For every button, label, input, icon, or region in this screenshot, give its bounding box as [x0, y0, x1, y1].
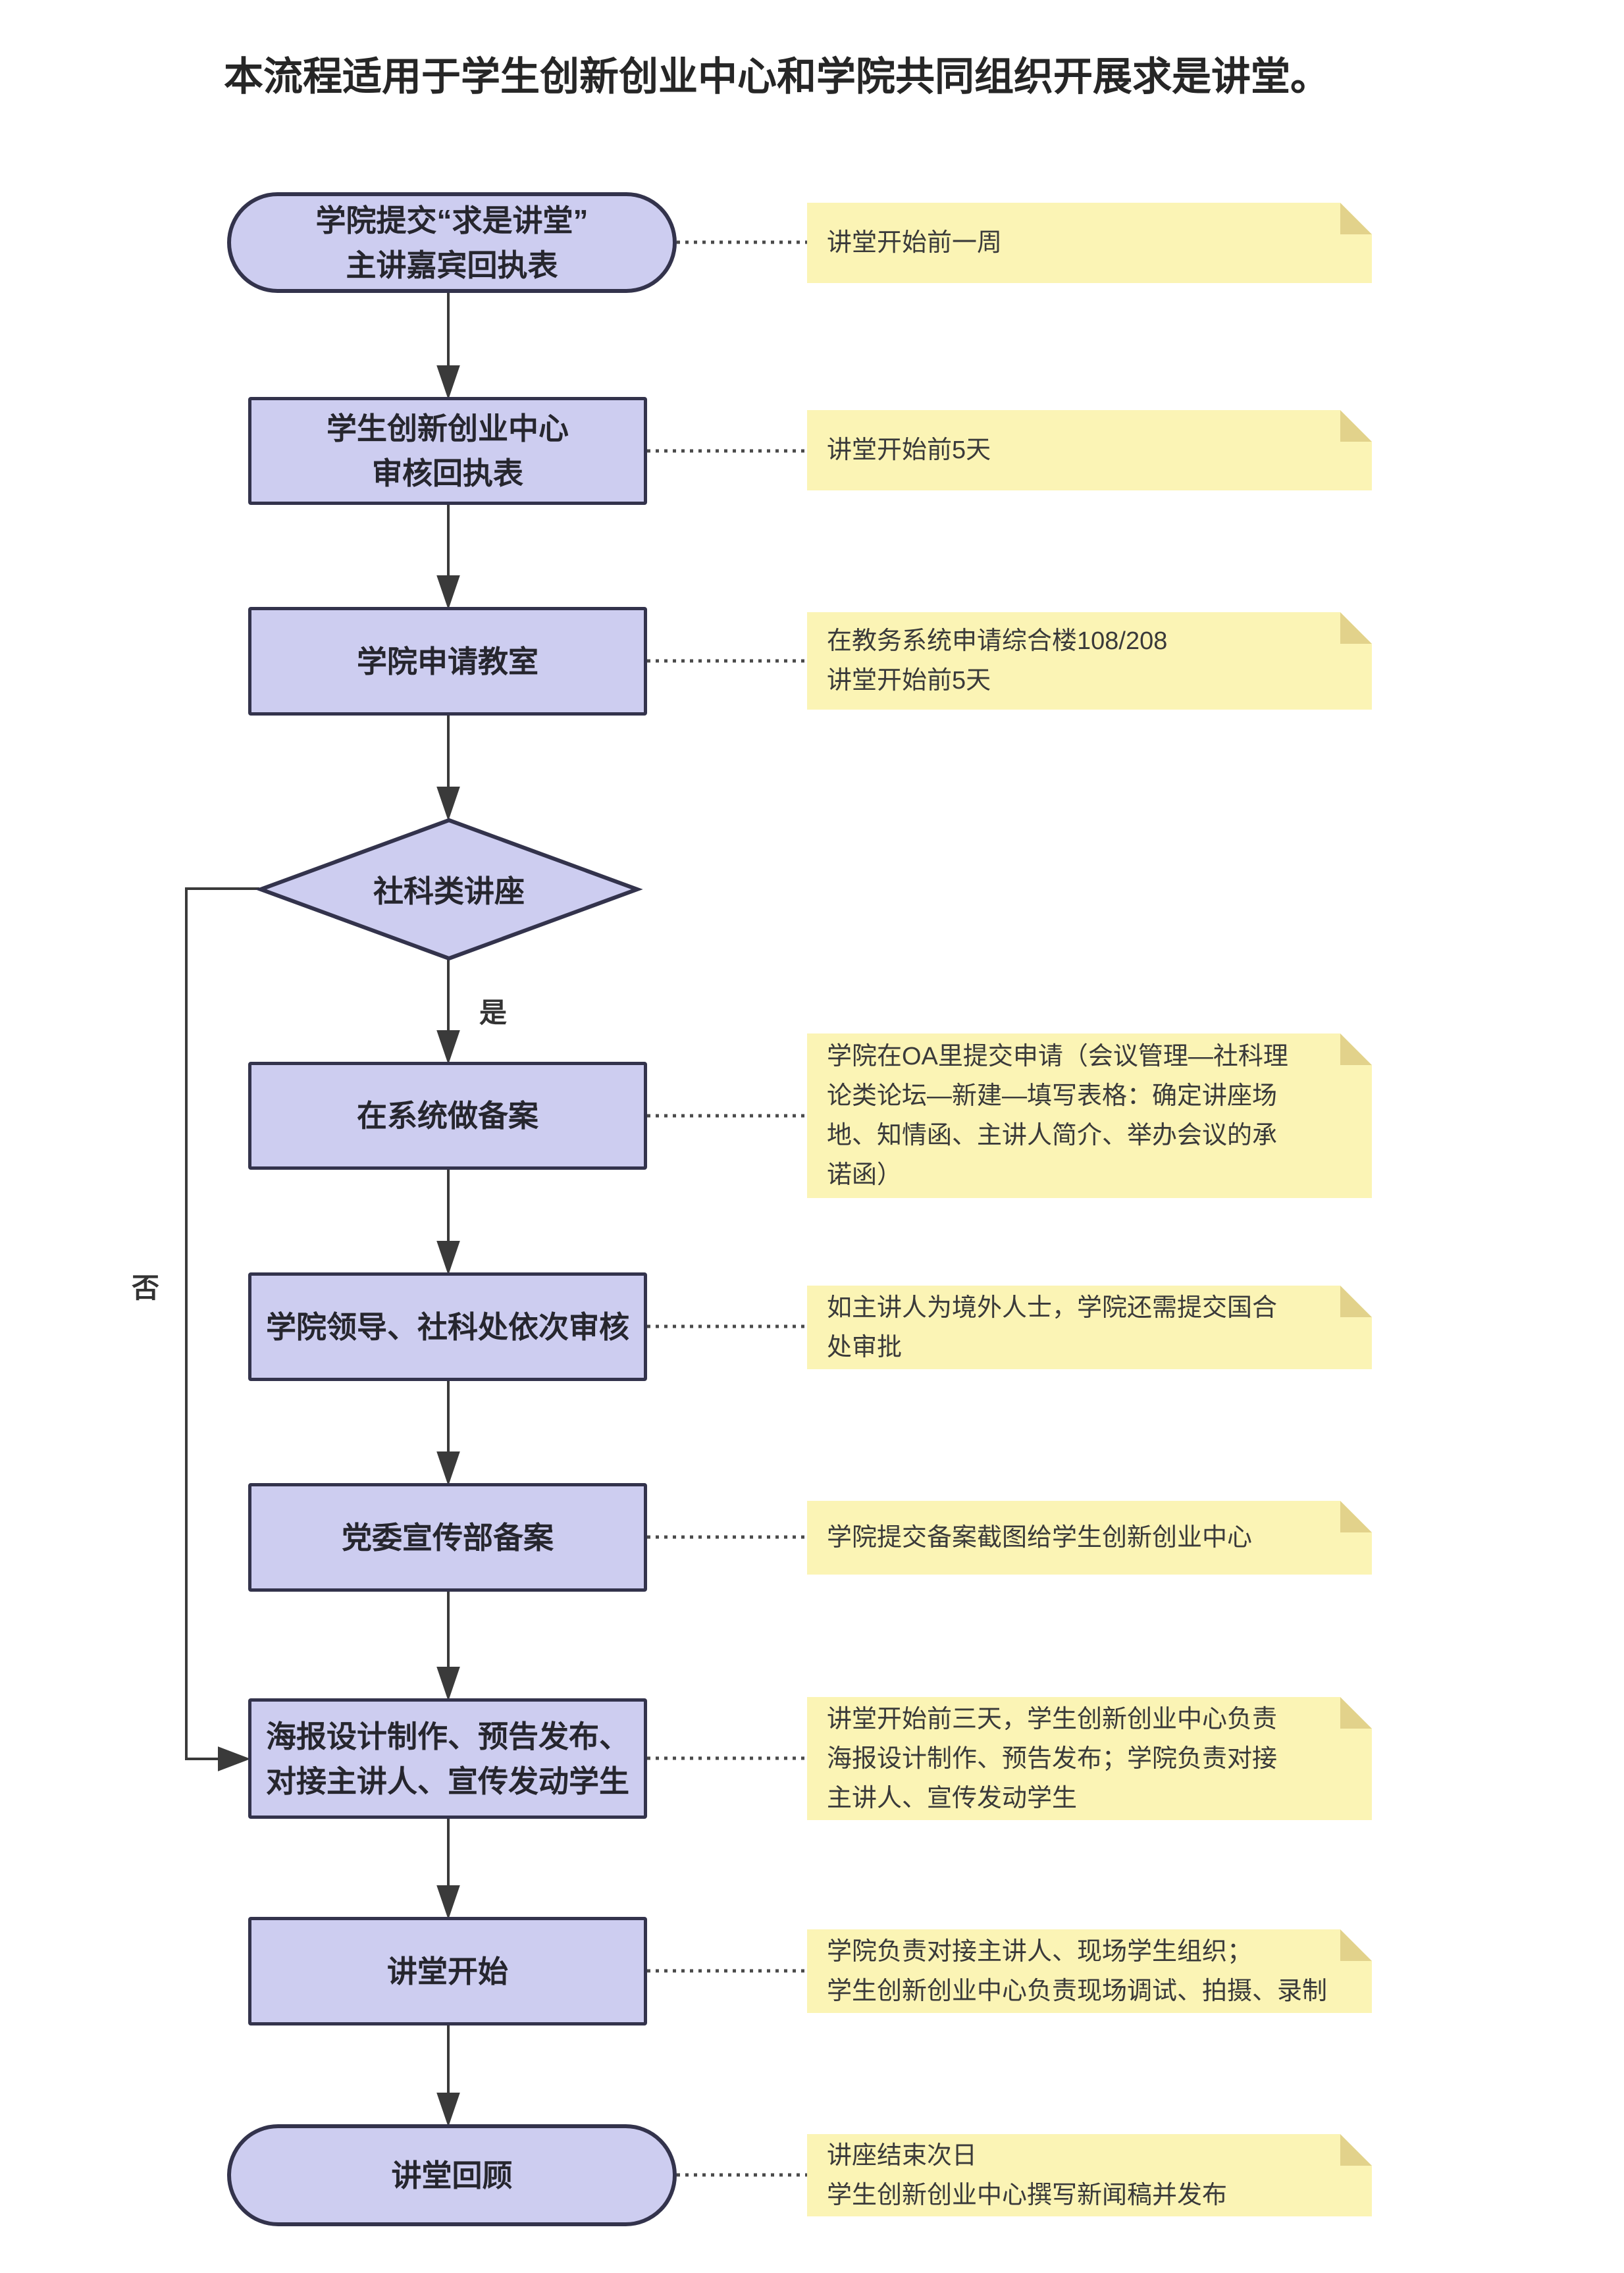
edge-label-no: 否 [132, 1272, 160, 1303]
arrowhead-icon [436, 1241, 460, 1276]
no-branch-line [185, 887, 259, 1760]
note-text: 如主讲人为境外人士，学院还需提交国合 处审批 [827, 1293, 1278, 1361]
node-apply-classroom: 学院申请教室 [248, 607, 647, 716]
flowchart-title: 本流程适用于学生创新创业中心和学院共同组织开展求是讲堂。 [224, 55, 1330, 99]
node-lecture-start: 讲堂开始 [248, 1917, 647, 2025]
sticky-note-8: 学院负责对接主讲人、现场学生组织； 学生创新创业中心负责现场调试、拍摄、录制 [807, 1929, 1372, 2013]
note-text: 学院负责对接主讲人、现场学生组织； 学生创新创业中心负责现场调试、拍摄、录制 [827, 1937, 1328, 2005]
note-text: 讲座结束次日 学生创新创业中心撰写新闻稿并发布 [827, 2141, 1228, 2209]
note-text: 学院在OA里提交申请（会议管理—社科理 论类论坛—新建—填写表格：确定讲座场 地… [827, 1043, 1288, 1189]
note-text: 讲堂开始前5天 [827, 436, 991, 464]
node-propaganda-dept-filing: 党委宣传部备案 [248, 1483, 647, 1592]
arrowhead-icon [436, 1451, 460, 1486]
node-leader-sskc-review: 学院领导、社科处依次审核 [248, 1272, 647, 1381]
sticky-note-7: 讲堂开始前三天，学生创新创业中心负责 海报设计制作、预告发布；学院负责对接 主讲… [807, 1697, 1372, 1820]
note-text: 讲堂开始前三天，学生创新创业中心负责 海报设计制作、预告发布；学院负责对接 主讲… [827, 1705, 1278, 1812]
node-start-submit-guest-form: 学院提交“求是讲堂” 主讲嘉宾回执表 [227, 192, 677, 293]
arrowhead-icon [436, 1885, 460, 1920]
sticky-note-4: 学院在OA里提交申请（会议管理—社科理 论类论坛—新建—填写表格：确定讲座场 地… [807, 1033, 1372, 1198]
note-connectors [647, 240, 807, 2177]
sticky-note-3: 在教务系统申请综合楼108/208 讲堂开始前5天 [807, 612, 1372, 710]
arrowhead-icon [436, 2093, 460, 2128]
note-text: 讲堂开始前一周 [827, 229, 1003, 257]
arrowhead-icon [436, 1030, 460, 1065]
arrowhead-icon [218, 1746, 251, 1771]
arrowhead-icon [436, 365, 460, 400]
note-text: 学院提交备案截图给学生创新创业中心 [827, 1524, 1253, 1552]
arrowhead-icon [436, 787, 460, 822]
sticky-note-9: 讲座结束次日 学生创新创业中心撰写新闻稿并发布 [807, 2134, 1372, 2216]
decision-social-science-lecture: 社科类讲座 [373, 874, 525, 908]
node-center-review-form: 学生创新创业中心 审核回执表 [248, 397, 647, 505]
arrowhead-icon [436, 1667, 460, 1702]
node-poster-promotion: 海报设计制作、预告发布、 对接主讲人、宣传发动学生 [248, 1698, 647, 1819]
sticky-note-5: 如主讲人为境外人士，学院还需提交国合 处审批 [807, 1286, 1372, 1369]
sticky-note-6: 学院提交备案截图给学生创新创业中心 [807, 1501, 1372, 1575]
edge-label-yes: 是 [479, 997, 508, 1028]
sticky-note-1: 讲堂开始前一周 [807, 203, 1372, 283]
arrowhead-icon [436, 575, 460, 610]
sticky-note-2: 讲堂开始前5天 [807, 410, 1372, 490]
flow-arrows [185, 293, 460, 2128]
decision-diamond-shape [255, 818, 643, 961]
node-lecture-review: 讲堂回顾 [227, 2124, 677, 2226]
note-text: 在教务系统申请综合楼108/208 讲堂开始前5天 [827, 627, 1168, 694]
node-system-filing: 在系统做备案 [248, 1062, 647, 1170]
